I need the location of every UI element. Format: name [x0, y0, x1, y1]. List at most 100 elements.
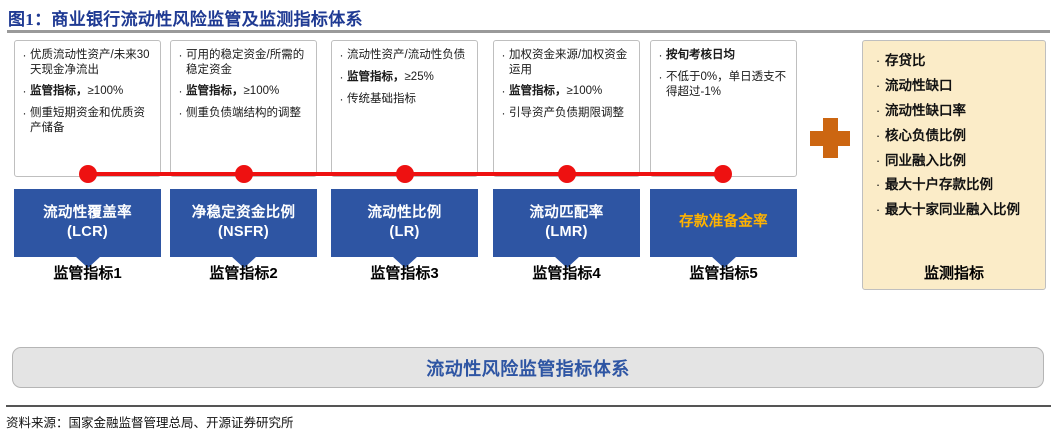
metric-abbr: (LR): [389, 224, 420, 240]
regulatory-column-1: · 优质流动性资产/未来30天现金净流出 · 监管指标，≥100% · 侧重短期…: [14, 40, 161, 268]
monitor-item-label: 最大十户存款比例: [885, 177, 993, 193]
list-item: · 流动性缺口: [871, 78, 1037, 95]
metric-box-1: 流动性覆盖率 (LCR): [14, 189, 161, 268]
metric-arrow-icon: [391, 256, 418, 268]
metric-box-2: 净稳定资金比例 (NSFR): [170, 189, 317, 268]
bullet-dot-icon: ·: [22, 48, 27, 62]
monitor-item-label: 流动性缺口: [885, 77, 953, 93]
metric-name: 净稳定资金比例: [191, 204, 296, 221]
bullet-dot-icon: ·: [501, 106, 506, 121]
regulatory-column-4: · 加权资金来源/加权资金运用 · 监管指标，≥100% · 引导资产负债期限调…: [493, 40, 640, 268]
list-item: · 最大十家同业融入比例: [871, 202, 1037, 219]
bullet-text-rest: ≥25%: [404, 71, 434, 83]
regulatory-column-5: · 按旬考核日均 · 不低于0%，单日透支不得超过-1% 存款准备金率: [650, 40, 797, 268]
bullet-text-rest: ≥100%: [87, 85, 124, 98]
bullet-text: 按旬考核日均: [666, 48, 790, 63]
list-item: · 传统基础指标: [336, 92, 471, 107]
bullet-text-bold: 监管指标，: [509, 85, 567, 98]
bullet-card-2: · 可用的稳定资金/所需的稳定资金 · 监管指标，≥100% · 侧重负债端结构…: [170, 40, 317, 177]
list-item: · 存贷比: [871, 53, 1037, 70]
regulatory-columns: · 优质流动性资产/未来30天现金净流出 · 监管指标，≥100% · 侧重短期…: [0, 40, 1057, 290]
metric-name: 流动性覆盖率: [43, 204, 132, 221]
metric-arrow-icon: [710, 256, 737, 268]
plus-icon: [810, 118, 850, 158]
system-banner: 流动性风险监管指标体系: [12, 347, 1044, 388]
metric-arrow-icon: [230, 256, 257, 268]
metric-abbr: (LCR): [67, 224, 108, 240]
column-label-3: 监管指标3: [370, 265, 439, 282]
bullet-text: 传统基础指标: [347, 93, 416, 105]
column-label-5: 监管指标5: [689, 265, 758, 282]
monitor-item-label: 存贷比: [885, 53, 926, 68]
plus-icon-vertical-bar: [823, 118, 838, 158]
system-banner-label: 流动性风险监管指标体系: [426, 358, 630, 379]
bullet-dot-icon: ·: [658, 70, 663, 84]
bullet-text: 监管指标，≥100%: [30, 84, 154, 99]
list-item: · 按旬考核日均: [655, 48, 790, 63]
bullet-card-1: · 优质流动性资产/未来30天现金净流出 · 监管指标，≥100% · 侧重短期…: [14, 40, 161, 177]
regulatory-column-3: · 流动性资产/流动性负债 · 监管指标，≥25% · 传统基础指标 流动性比例…: [331, 40, 478, 268]
bullet-text-bold: 监管指标，: [347, 71, 405, 83]
bullet-card-3: · 流动性资产/流动性负债 · 监管指标，≥25% · 传统基础指标: [331, 40, 478, 177]
bullet-dot-icon: ·: [875, 102, 881, 118]
bullet-dot-icon: ·: [339, 48, 344, 62]
metric-box-3: 流动性比例 (LR): [331, 189, 478, 268]
footer-divider: [6, 405, 1051, 407]
bullet-dot-icon: ·: [178, 48, 183, 62]
list-item: · 引导资产负债期限调整: [498, 106, 633, 121]
monitor-item-label: 核心负债比例: [885, 127, 966, 143]
list-item: · 监管指标，≥100%: [175, 84, 310, 99]
list-item: · 核心负债比例: [871, 128, 1037, 145]
column-label-1: 监管指标1: [53, 265, 122, 282]
monitor-item-label: 最大十家同业融入比例: [885, 202, 1020, 218]
bullet-dot-icon: ·: [501, 48, 506, 62]
bullet-dot-icon: ·: [178, 84, 183, 99]
bullet-text-bold: 监管指标，: [186, 85, 244, 98]
metric-abbr: (NSFR): [218, 224, 269, 240]
list-item: · 可用的稳定资金/所需的稳定资金: [175, 48, 310, 77]
bullet-text-rest: ≥100%: [243, 85, 280, 98]
monitoring-panel-label: 监测指标: [923, 265, 984, 282]
metric-arrow-icon: [553, 256, 580, 268]
bullet-card-5: · 按旬考核日均 · 不低于0%，单日透支不得超过-1%: [650, 40, 797, 177]
bullet-dot-icon: ·: [875, 53, 881, 68]
bullet-dot-icon: ·: [501, 84, 506, 99]
source-note: 资料来源：国家金融监督管理总局、开源证券研究所: [6, 416, 294, 430]
bullet-dot-icon: ·: [178, 106, 183, 121]
bullet-dot-icon: ·: [339, 92, 344, 106]
bullet-dot-icon: ·: [875, 202, 881, 218]
list-item: · 侧重短期资金和优质资产储备: [19, 106, 154, 135]
bullet-text: 不低于0%，单日透支不得超过-1%: [666, 71, 787, 98]
list-item: · 监管指标，≥100%: [498, 84, 633, 99]
metric-box-4: 流动匹配率 (LMR): [493, 189, 640, 268]
bullet-text: 监管指标，≥100%: [509, 84, 633, 99]
metric-name: 存款准备金率: [679, 214, 768, 231]
column-label-4: 监管指标4: [532, 265, 601, 282]
bullet-dot-icon: ·: [658, 48, 663, 62]
bullet-text: 优质流动性资产/未来30天现金净流出: [30, 49, 150, 76]
bullet-text: 监管指标，≥100%: [186, 84, 310, 99]
bullet-text: 可用的稳定资金/所需的稳定资金: [186, 49, 305, 76]
bullet-dot-icon: ·: [875, 127, 881, 143]
metric-arrow-icon: [74, 256, 101, 268]
list-item: · 同业融入比例: [871, 153, 1037, 170]
list-item: · 监管指标，≥100%: [19, 84, 154, 99]
bullet-text: 监管指标，≥25%: [347, 70, 471, 85]
bullet-dot-icon: ·: [875, 177, 881, 193]
bullet-dot-icon: ·: [875, 77, 881, 93]
monitor-item-label: 同业融入比例: [885, 152, 966, 168]
list-item: · 最大十户存款比例: [871, 177, 1037, 194]
list-item: · 流动性缺口率: [871, 103, 1037, 120]
list-item: · 不低于0%，单日透支不得超过-1%: [655, 70, 790, 99]
bullet-text-rest: ≥100%: [566, 85, 603, 98]
bullet-text: 侧重负债端结构的调整: [186, 107, 301, 120]
title-divider: [7, 30, 1050, 33]
bullet-dot-icon: ·: [875, 152, 881, 168]
metric-abbr: (LMR): [545, 224, 588, 240]
list-item: · 优质流动性资产/未来30天现金净流出: [19, 48, 154, 77]
bullet-card-4: · 加权资金来源/加权资金运用 · 监管指标，≥100% · 引导资产负债期限调…: [493, 40, 640, 177]
bullet-text: 加权资金来源/加权资金运用: [509, 49, 628, 76]
page-title: 图1：商业银行流动性风险监管及监测指标体系: [8, 10, 363, 29]
bullet-dot-icon: ·: [22, 84, 27, 99]
